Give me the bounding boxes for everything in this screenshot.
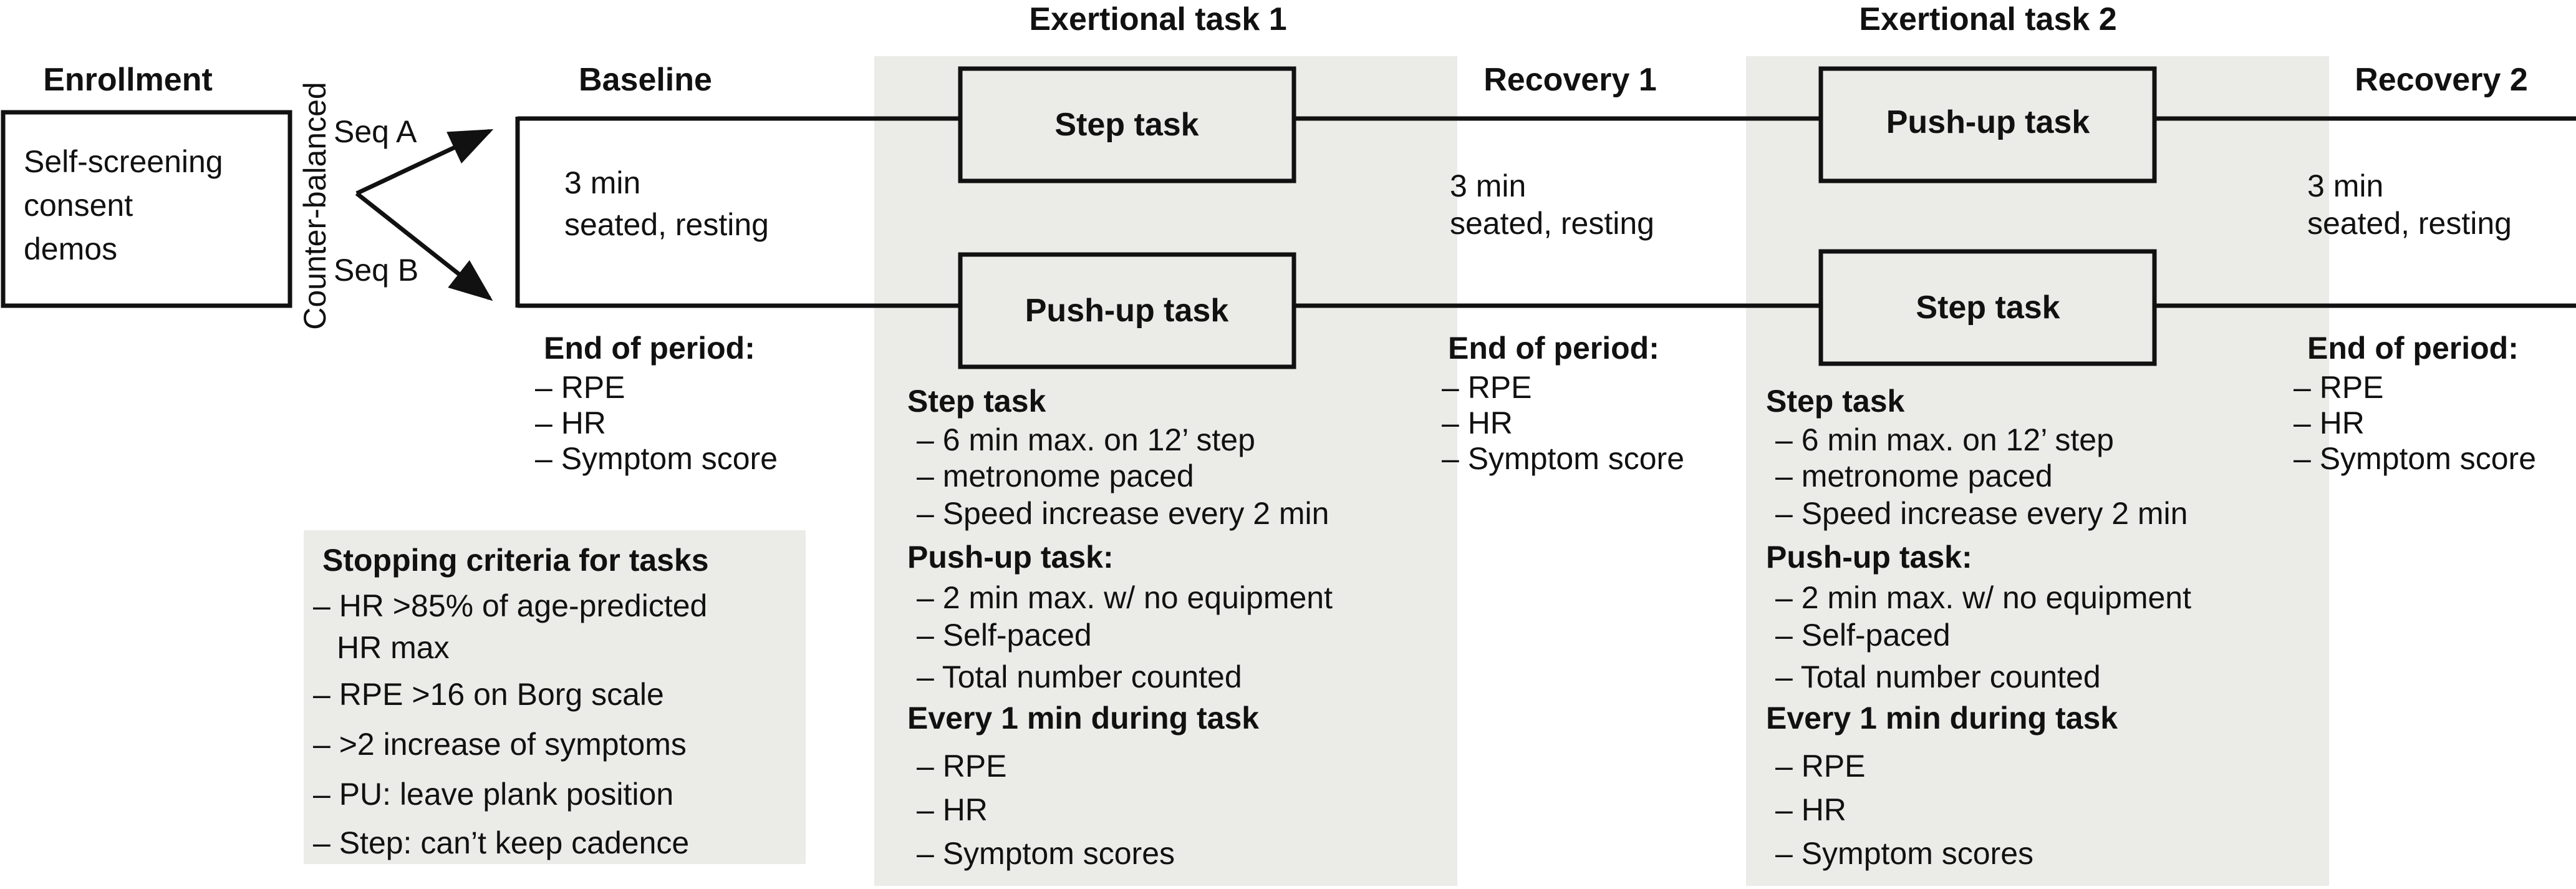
exertional-1-pushup-box — [958, 252, 1296, 369]
stopping-item-4: – >2 increase of symptoms — [313, 727, 687, 762]
enrollment-heading: Enrollment — [43, 62, 213, 98]
ex1-every-item-3: – Symptom scores — [917, 836, 1175, 871]
ex1-pushup-item-3: – Total number counted — [917, 659, 1242, 694]
counter-balanced-label: Counter-balanced — [297, 82, 332, 330]
ex1-step-item-3: – Speed increase every 2 min — [917, 496, 1329, 531]
enrollment-line-1: Self-screening — [24, 144, 223, 179]
ex2-pushup-item-1: – 2 min max. w/ no equipment — [1775, 580, 2191, 615]
baseline-heading: Baseline — [579, 62, 712, 98]
seq-a-arrow — [355, 129, 494, 196]
recovery-1-line-1: 3 min — [1450, 168, 1526, 203]
baseline-end-item-1: – RPE — [535, 370, 625, 405]
ex1-step-item-2: – metronome paced — [917, 459, 1194, 493]
baseline-line-1: 3 min — [564, 165, 640, 200]
recovery-2-end-item-3: – Symptom score — [2294, 441, 2536, 476]
exertional-2-pushup-label: Push-up task — [1886, 104, 2090, 140]
ex1-step-item-1: – 6 min max. on 12’ step — [917, 422, 1255, 457]
recovery-2-heading: Recovery 2 — [2355, 62, 2528, 98]
ex2-every-item-2: – HR — [1775, 792, 1846, 827]
ex2-step-item-3: – Speed increase every 2 min — [1775, 496, 2188, 531]
recovery-1-end-item-2: – HR — [1442, 406, 1513, 440]
exertional-1-step-label: Step task — [1054, 107, 1199, 143]
stopping-item-6: – Step: can’t keep cadence — [313, 825, 689, 860]
stopping-item-5: – PU: leave plank position — [313, 777, 673, 812]
seq-a-label: Seq A — [334, 114, 417, 149]
exertional-1-step-box — [958, 66, 1296, 183]
ex1-step-title: Step task — [907, 384, 1046, 419]
ex2-step-title: Step task — [1766, 384, 1905, 419]
ex2-pushup-item-3: – Total number counted — [1775, 659, 2101, 694]
enrollment-line-2: consent — [24, 188, 133, 223]
recovery-1-line-2: seated, resting — [1450, 206, 1654, 241]
ex1-pushup-item-1: – 2 min max. w/ no equipment — [917, 580, 1333, 615]
recovery-1-end-item-1: – RPE — [1442, 370, 1532, 405]
ex1-every-title: Every 1 min during task — [907, 701, 1259, 736]
recovery-2-line-2: seated, resting — [2307, 206, 2512, 241]
baseline-end-item-2: – HR — [535, 406, 606, 440]
exertional-1-panel — [874, 56, 1457, 886]
ex2-every-item-3: – Symptom scores — [1775, 836, 2033, 871]
recovery-1-end-item-3: – Symptom score — [1442, 441, 1684, 476]
ex2-every-item-1: – RPE — [1775, 749, 1866, 784]
ex2-pushup-item-2: – Self-paced — [1775, 618, 1951, 653]
ex1-pushup-item-2: – Self-paced — [917, 618, 1092, 653]
recovery-2-end-item-1: – RPE — [2294, 370, 2384, 405]
seq-b-arrow — [355, 192, 493, 301]
exertional-2-panel — [1746, 56, 2329, 886]
baseline-line-2: seated, resting — [564, 207, 769, 242]
recovery-1-heading: Recovery 1 — [1483, 62, 1657, 98]
baseline-end-title: End of period: — [544, 331, 755, 366]
stopping-title: Stopping criteria for tasks — [322, 543, 709, 578]
exertional-1-pushup-label: Push-up task — [1025, 293, 1229, 329]
recovery-2-end-item-2: – HR — [2294, 406, 2365, 440]
ex2-step-item-2: – metronome paced — [1775, 459, 2053, 493]
ex1-pushup-title: Push-up task: — [907, 540, 1114, 575]
recovery-1-end-title: End of period: — [1448, 331, 1659, 366]
recovery-2-line-1: 3 min — [2307, 168, 2383, 203]
exertional-2-heading: Exertional task 2 — [1859, 1, 2116, 37]
stopping-item-1: – HR >85% of age-predicted — [313, 588, 707, 623]
exertional-2-step-box — [1818, 249, 2157, 366]
exertional-2-step-label: Step task — [1916, 289, 2060, 326]
exertional-2-pushup-box — [1818, 66, 2157, 183]
ex2-every-title: Every 1 min during task — [1766, 701, 2118, 736]
ex1-every-item-1: – RPE — [917, 749, 1007, 784]
recovery-2-end-title: End of period: — [2307, 331, 2519, 366]
stopping-criteria-panel — [304, 530, 806, 864]
ex1-every-item-2: – HR — [917, 792, 988, 827]
baseline-end-item-3: – Symptom score — [535, 441, 778, 476]
stopping-item-2: HR max — [337, 630, 450, 665]
enrollment-line-3: demos — [24, 231, 117, 266]
stopping-item-3: – RPE >16 on Borg scale — [313, 677, 664, 712]
ex2-step-item-1: – 6 min max. on 12’ step — [1775, 422, 2114, 457]
exertional-1-heading: Exertional task 1 — [1029, 1, 1286, 37]
seq-b-label: Seq B — [334, 253, 418, 288]
enrollment-box — [1, 110, 292, 308]
ex2-pushup-title: Push-up task: — [1766, 540, 1972, 575]
